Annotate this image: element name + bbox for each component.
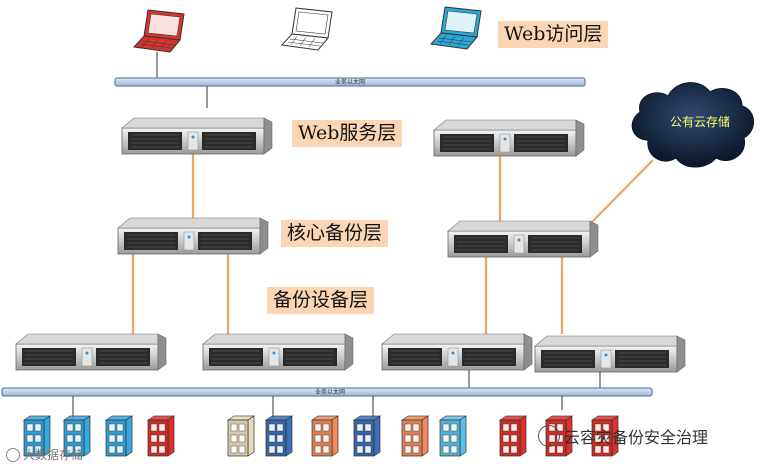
public-cloud-storage: 公有云存储 <box>631 82 754 168</box>
layer-label-web-service: Web服务层 <box>292 120 403 147</box>
backup-device-server-1 <box>15 333 167 371</box>
backup-device-server-2 <box>202 333 354 371</box>
red-laptop-icon <box>133 9 185 53</box>
layer-label-web-access: Web访问层 <box>498 21 609 48</box>
web-server-left <box>121 117 273 155</box>
watermark-left: 大数据存储 <box>6 446 83 463</box>
navy-storage-icon <box>353 415 381 457</box>
layer-label-core-backup: 核心备份层 <box>281 220 389 247</box>
orange-storage-icon <box>311 415 339 457</box>
white-laptop-icon <box>281 7 333 51</box>
beige-storage-icon <box>227 415 255 457</box>
storage-links <box>72 396 563 418</box>
watermark-right: 云容灾备份安全治理 <box>538 424 708 448</box>
core-backup-server-right <box>447 220 599 258</box>
bottom-ethernet-bus <box>1 387 653 397</box>
cloud-label: 公有云存储 <box>670 114 730 129</box>
red-storage-icon <box>499 415 527 457</box>
wechat-icon <box>6 447 20 462</box>
core-backup-server-left <box>117 217 269 255</box>
navy-storage-icon <box>265 415 293 457</box>
top-bus-label: 业务以太网 <box>335 78 365 86</box>
blue-storage-icon <box>105 415 133 457</box>
top-ethernet-bus <box>114 77 586 87</box>
backup-device-server-3 <box>381 333 533 371</box>
link-lines <box>131 152 654 334</box>
laptop-group <box>133 6 482 53</box>
blue-laptop-icon <box>430 6 482 50</box>
layer-label-backup-device: 备份设备层 <box>267 287 375 314</box>
storage-array-group <box>23 415 619 457</box>
bottom-bus-label: 业务以太网 <box>315 388 345 396</box>
cloud-link <box>591 159 654 223</box>
wechat-icon <box>538 425 560 447</box>
web-server-right <box>433 119 585 157</box>
red-storage-icon <box>147 415 175 457</box>
orange-storage-icon <box>401 415 429 457</box>
watermark-left-text: 大数据存储 <box>23 448 84 462</box>
watermark-right-text: 云容灾备份安全治理 <box>564 428 709 447</box>
backup-device-server-4 <box>534 335 686 373</box>
cyan-storage-icon <box>439 415 467 457</box>
